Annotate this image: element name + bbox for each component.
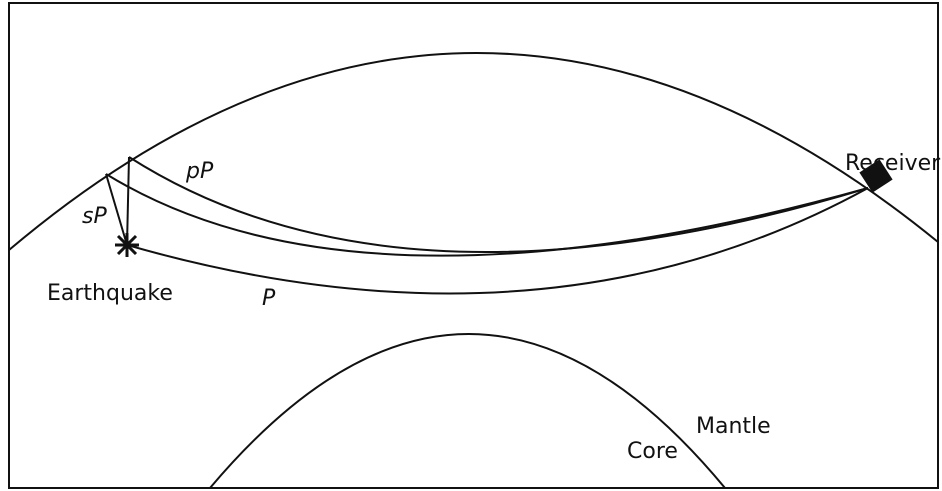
receiver-label: Receiver: [845, 151, 941, 176]
phase-p-label: P: [262, 286, 276, 311]
star-burst-icon: [115, 233, 139, 257]
phase-sp-label: sP: [82, 204, 107, 229]
pp-ray-reflected-path: [128, 156, 869, 254]
phase-pp-label: pP: [185, 159, 214, 184]
square-icon: [859, 159, 893, 193]
sp-ray-upgoing-leg: [105, 173, 128, 246]
earthquake-label: Earthquake: [47, 281, 173, 306]
mantle-label: Mantle: [696, 414, 771, 439]
core-mantle-boundary-arc: [209, 333, 726, 489]
sp-ray-reflected-path: [105, 173, 869, 257]
earth-surface-arc: [8, 52, 939, 251]
core-label: Core: [627, 439, 678, 464]
diagram-frame: [8, 2, 939, 489]
p-ray-path: [126, 187, 869, 295]
pp-ray-upgoing-leg: [126, 156, 130, 246]
